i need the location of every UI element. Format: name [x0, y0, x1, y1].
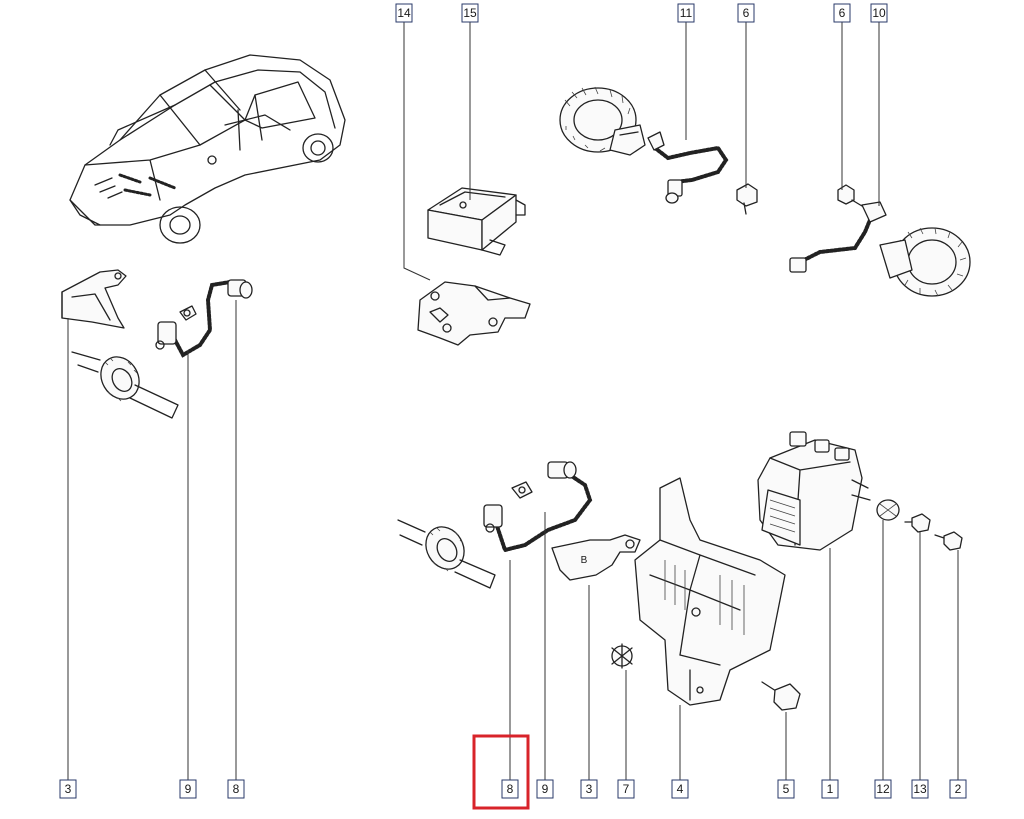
- svg-text:1: 1: [827, 782, 834, 796]
- callout-8-highlighted[interactable]: 8: [472, 734, 530, 810]
- svg-text:4: 4: [677, 782, 684, 796]
- wheel-hub-upper-center: [559, 86, 646, 156]
- callout-15: 15: [461, 3, 479, 23]
- callout-13: 13: [911, 779, 929, 799]
- callout-5: 5: [777, 779, 795, 799]
- bolt-part-6-upper: [736, 183, 758, 215]
- callout-2: 2: [949, 779, 967, 799]
- bracket-letter: B: [581, 555, 588, 566]
- callout-6-upper: 6: [737, 3, 755, 23]
- support-bracket-part-4: [634, 477, 786, 706]
- svg-text:9: 9: [185, 782, 192, 796]
- svg-text:6: 6: [839, 6, 846, 20]
- svg-text:3: 3: [65, 782, 72, 796]
- svg-text:10: 10: [872, 6, 886, 20]
- callout-3-left: 3: [59, 779, 77, 799]
- svg-text:8: 8: [507, 782, 514, 796]
- clip-part-7: [611, 643, 633, 669]
- drive-shaft-upper-left: [71, 351, 179, 419]
- callout-12: 12: [874, 779, 892, 799]
- leader-lines: [67, 22, 959, 780]
- callout-4: 4: [671, 779, 689, 799]
- svg-text:8: 8: [233, 782, 240, 796]
- svg-text:9: 9: [542, 782, 549, 796]
- damper-part-12: [876, 499, 900, 521]
- svg-text:7: 7: [623, 782, 630, 796]
- svg-text:5: 5: [783, 782, 790, 796]
- abs-hydraulic-unit-part-1: [757, 431, 871, 551]
- wheel-speed-sensor-part-10: [789, 201, 887, 273]
- bracket-part-3-lower: B: [551, 534, 641, 581]
- bracket-part-14: [417, 281, 531, 346]
- highlight-frame: [472, 734, 530, 810]
- bolt-part-5: [761, 681, 801, 711]
- svg-text:11: 11: [680, 6, 693, 20]
- callout-1: 1: [821, 779, 839, 799]
- callout-14: 14: [395, 3, 413, 23]
- svg-text:14: 14: [397, 6, 411, 20]
- callout-6-right: 6: [833, 3, 851, 23]
- car-illustration: [69, 54, 346, 244]
- wheel-speed-sensor-upper-left: [155, 279, 253, 358]
- callout-10: 10: [870, 3, 888, 23]
- wheel-speed-sensor-part-11: [647, 131, 729, 204]
- bolt-part-2: [934, 531, 963, 551]
- callout-3-center: 3: [580, 779, 598, 799]
- callout-8-left: 8: [227, 779, 245, 799]
- callout-9-center: 9: [536, 779, 554, 799]
- callout-9-left: 9: [179, 779, 197, 799]
- callout-11: 11: [677, 3, 695, 23]
- callout-7: 7: [617, 779, 635, 799]
- bracket-part-3-upper: [61, 269, 127, 329]
- svg-text:15: 15: [463, 6, 477, 20]
- wheel-hub-upper-right: [879, 227, 971, 297]
- control-unit-part-15: [427, 187, 526, 256]
- svg-text:12: 12: [876, 782, 890, 796]
- svg-text:13: 13: [913, 782, 927, 796]
- nut-part-13: [904, 513, 931, 533]
- wheel-speed-sensor-lower: [483, 461, 593, 553]
- svg-text:6: 6: [743, 6, 750, 20]
- drive-shaft-lower: [397, 519, 496, 589]
- svg-text:3: 3: [586, 782, 593, 796]
- svg-text:2: 2: [955, 782, 962, 796]
